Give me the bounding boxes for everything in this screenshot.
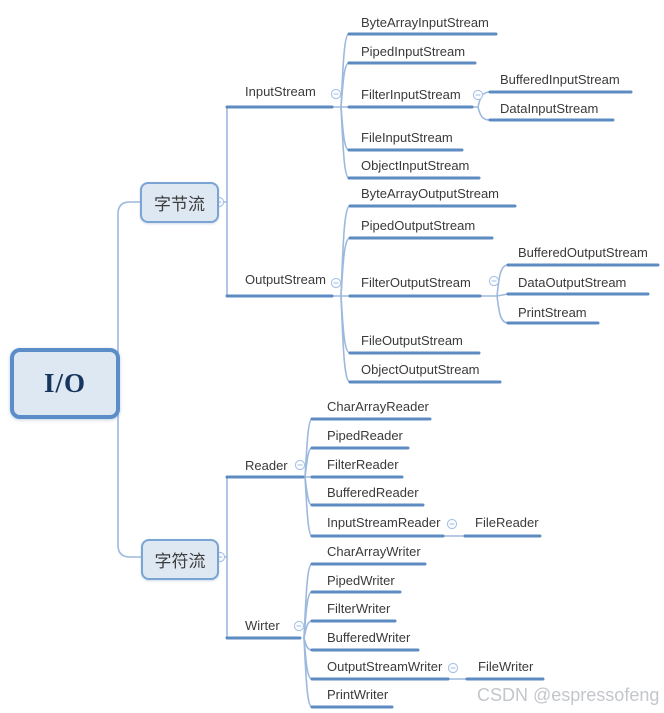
node-label-bufferedreader[interactable]: BufferedReader — [327, 485, 419, 500]
node-label-bufferedwriter[interactable]: BufferedWriter — [327, 630, 411, 645]
node-label-filterinputstream[interactable]: FilterInputStream — [361, 87, 461, 102]
collapse-icon-reader[interactable] — [294, 459, 306, 471]
node-label-filteroutputstream[interactable]: FilterOutputStream — [361, 275, 471, 290]
node-label-reader[interactable]: Reader — [245, 458, 288, 473]
node-label-chararrayreader[interactable]: CharArrayReader — [327, 399, 429, 414]
node-label-filterreader[interactable]: FilterReader — [327, 457, 399, 472]
node-label-filewriter[interactable]: FileWriter — [478, 659, 534, 674]
node-label-pipedinputstream[interactable]: PipedInputStream — [361, 44, 466, 59]
node-label-printwriter[interactable]: PrintWriter — [327, 687, 389, 702]
node-label-objectinputstream[interactable]: ObjectInputStream — [361, 158, 470, 173]
collapse-icon-outputstreamwriter[interactable] — [447, 662, 459, 674]
node-label-filereader[interactable]: FileReader — [475, 515, 539, 530]
node-label-bytearrayoutputstream[interactable]: ByteArrayOutputStream — [361, 186, 499, 201]
node-label-printstream[interactable]: PrintStream — [518, 305, 587, 320]
collapse-icon-filterinputstream[interactable] — [472, 89, 484, 101]
node-label-filterwriter[interactable]: FilterWriter — [327, 601, 391, 616]
node-label-pipedwriter[interactable]: PipedWriter — [327, 573, 395, 588]
node-label-fileoutputstream[interactable]: FileOutputStream — [361, 333, 463, 348]
branch-node-label: 字节流 — [154, 195, 205, 214]
node-label-bufferedoutputstream[interactable]: BufferedOutputStream — [518, 245, 648, 260]
node-label-outputstreamwriter[interactable]: OutputStreamWriter — [327, 659, 443, 674]
node-label-wirter[interactable]: Wirter — [245, 618, 280, 633]
collapse-icon-filteroutputstream[interactable] — [488, 275, 500, 287]
collapse-icon-wirter[interactable] — [293, 620, 305, 632]
node-label-datainputstream[interactable]: DataInputStream — [500, 101, 599, 116]
node-label-dataoutputstream[interactable]: DataOutputStream — [518, 275, 627, 290]
node-label-pipedoutputstream[interactable]: PipedOutputStream — [361, 218, 476, 233]
csdn-watermark: CSDN @espressofeng — [477, 685, 660, 705]
node-label-chararraywriter[interactable]: CharArrayWriter — [327, 544, 421, 559]
node-label-fileinputstream[interactable]: FileInputStream — [361, 130, 453, 145]
branch-node-byte-stream[interactable]: 字节流 — [140, 182, 219, 223]
root-node-io[interactable]: I/O — [10, 348, 120, 419]
collapse-icons — [213, 88, 500, 674]
node-label-inputstream[interactable]: InputStream — [245, 84, 316, 99]
node-label-bufferedinputstream[interactable]: BufferedInputStream — [500, 72, 620, 87]
branch-node-label: 字符流 — [154, 552, 206, 571]
collapse-icon-inputstream[interactable] — [330, 88, 342, 100]
topic-underlines — [225, 32, 660, 709]
node-label-inputstreamreader[interactable]: InputStreamReader — [327, 515, 441, 530]
node-label-pipedreader[interactable]: PipedReader — [327, 428, 403, 443]
root-node-label: I/O — [43, 368, 86, 398]
branch-node-char-stream[interactable]: 字符流 — [141, 539, 219, 580]
node-label-outputstream[interactable]: OutputStream — [245, 272, 326, 287]
collapse-icon-inputstreamreader[interactable] — [446, 518, 458, 530]
node-label-bytearrayinputstream[interactable]: ByteArrayInputStream — [361, 15, 489, 30]
node-label-objectoutputstream[interactable]: ObjectOutputStream — [361, 362, 480, 377]
collapse-icon-outputstream[interactable] — [330, 277, 342, 289]
